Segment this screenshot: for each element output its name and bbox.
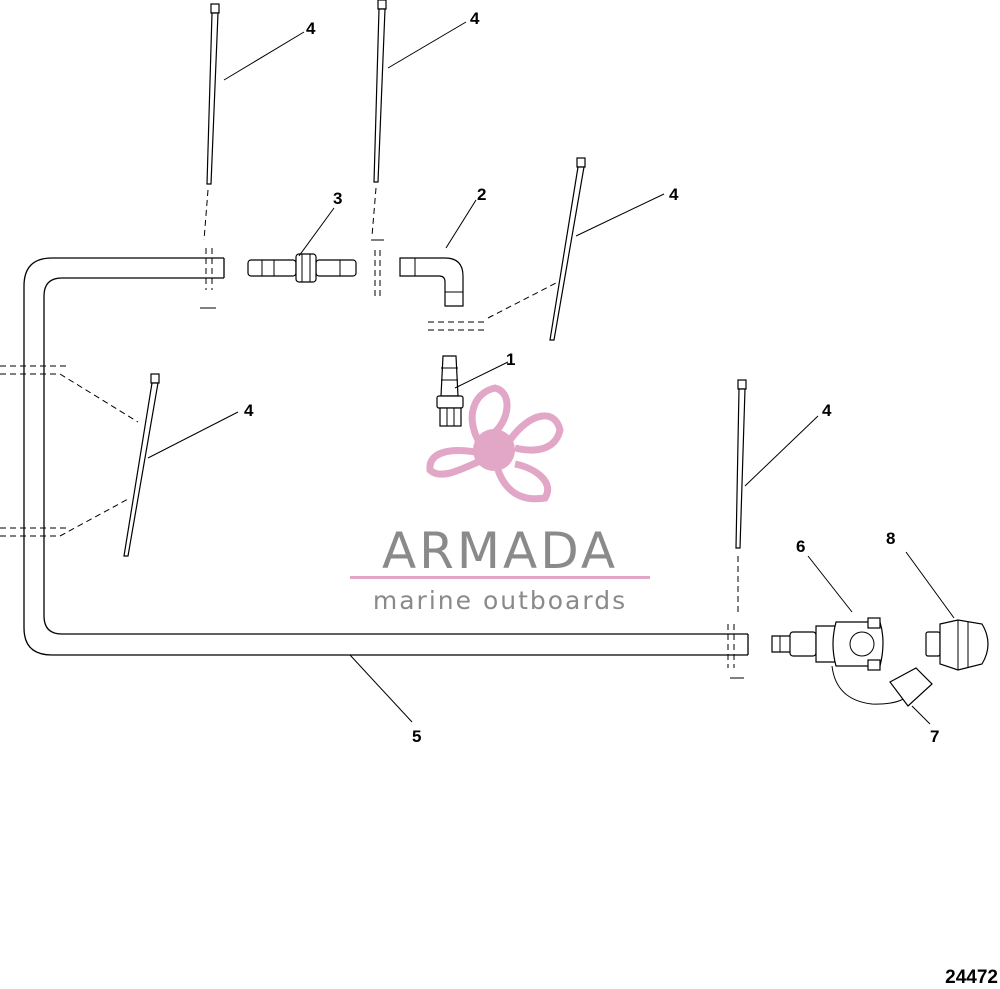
figure-number: 24472 (945, 967, 998, 988)
dash-guide-tie-d-top (0, 365, 139, 423)
dash-guide-2 (428, 321, 488, 331)
part-4-cable-tie-d (123, 373, 160, 557)
watermark-brand: ARMADA (382, 522, 618, 580)
callout-4-a: 4 (306, 19, 316, 38)
leader-lines (147, 21, 955, 725)
callout-4-d: 4 (244, 401, 254, 420)
part-7-cap (831, 665, 933, 707)
part-4-cable-tie-e (735, 379, 747, 612)
dash-guide-tie-d-bottom (0, 497, 131, 537)
callout-4-c: 4 (669, 185, 679, 204)
part-4-cable-tie-a (203, 3, 220, 241)
watermark-tagline: marine outboards (373, 586, 627, 615)
part-6-quick-connect (771, 617, 884, 671)
part-1-fitting (436, 355, 464, 427)
callout-8: 8 (886, 529, 895, 548)
watermark-rule (350, 576, 650, 579)
part-5-hose (23, 248, 749, 679)
callout-5: 5 (412, 727, 421, 746)
part-4-cable-tie-b (371, 0, 387, 237)
part-8-fitting (925, 619, 989, 671)
callout-4-b: 4 (470, 9, 480, 28)
dash-guide-tie-c (487, 281, 559, 319)
part-4-cable-tie-c (549, 157, 586, 341)
callout-7: 7 (930, 727, 939, 746)
callout-3: 3 (333, 189, 342, 208)
callout-2: 2 (477, 185, 486, 204)
propeller-icon (426, 384, 564, 503)
dash-guide-3 (374, 250, 381, 300)
part-3-connector (247, 253, 357, 283)
propeller-hub (473, 429, 515, 471)
callout-1: 1 (506, 350, 515, 369)
callout-4-e: 4 (822, 401, 832, 420)
part-2-elbow (399, 257, 464, 307)
callout-6: 6 (796, 537, 805, 556)
watermark-logo: ARMADA marine outboards (350, 384, 650, 615)
